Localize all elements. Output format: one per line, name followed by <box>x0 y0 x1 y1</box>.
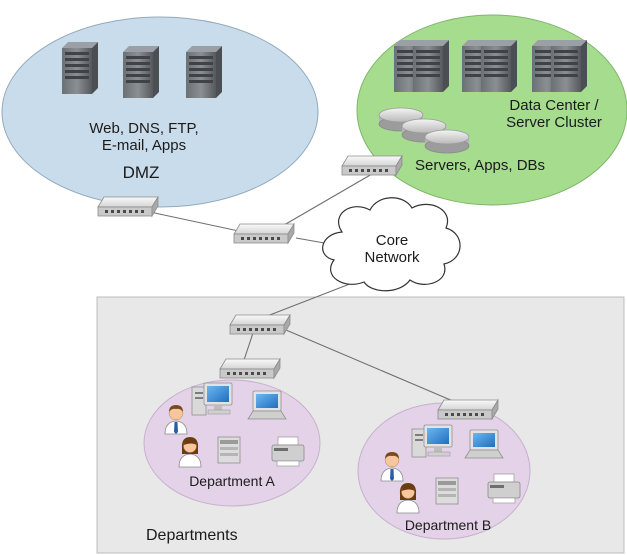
desktop-computer-icon <box>411 424 453 458</box>
link-core-to-dept-switch <box>261 279 361 319</box>
core-network-line: Network <box>364 249 420 267</box>
link-edge-to-dc <box>271 173 373 233</box>
department-a-label: Department A <box>189 473 275 489</box>
laptop-icon <box>464 429 504 459</box>
server-tower-icon <box>186 46 222 98</box>
departments-title: Departments <box>146 527 238 544</box>
server-tower-icon <box>413 40 449 92</box>
network-switch-icon <box>219 358 281 379</box>
server-tower-icon <box>62 42 98 94</box>
dmz-services-label: Web, DNS, FTP, E-mail, Apps <box>62 120 226 155</box>
core-network-label: Core Network <box>352 232 432 267</box>
network-switch-icon <box>437 399 499 420</box>
network-links <box>149 173 461 405</box>
servers-apps-dbs-label: Servers, Apps, DBs <box>415 157 546 174</box>
printer-icon <box>217 436 241 464</box>
laptop-icon <box>247 390 287 420</box>
link-dept-switch-to-a <box>243 329 255 361</box>
network-switch-icon <box>229 314 291 335</box>
core-network-line: Core <box>375 232 409 249</box>
network-switch-icon <box>341 155 403 176</box>
cloud-icon <box>322 197 461 292</box>
link-dept-switch-to-b <box>285 329 461 405</box>
server-tower-icon <box>551 40 587 92</box>
data-center-title: Data Center / Server Cluster <box>484 97 624 132</box>
data-center-title-line: Data Center / <box>509 97 599 114</box>
database-disk-icon <box>424 129 470 154</box>
dmz-services-line: Web, DNS, FTP, <box>89 120 199 137</box>
dmz-title: DMZ <box>122 163 160 182</box>
server-tower-icon <box>123 46 159 98</box>
dmz-services-line: E-mail, Apps <box>101 137 187 155</box>
server-tower-icon <box>481 40 517 92</box>
department-b-label: Department B <box>404 517 492 533</box>
printer-icon <box>435 477 459 505</box>
data-center-title-line: Server Cluster <box>506 114 602 132</box>
network-switch-icon <box>233 223 295 244</box>
desktop-computer-icon <box>191 382 233 416</box>
network-switch-icon <box>97 196 159 217</box>
